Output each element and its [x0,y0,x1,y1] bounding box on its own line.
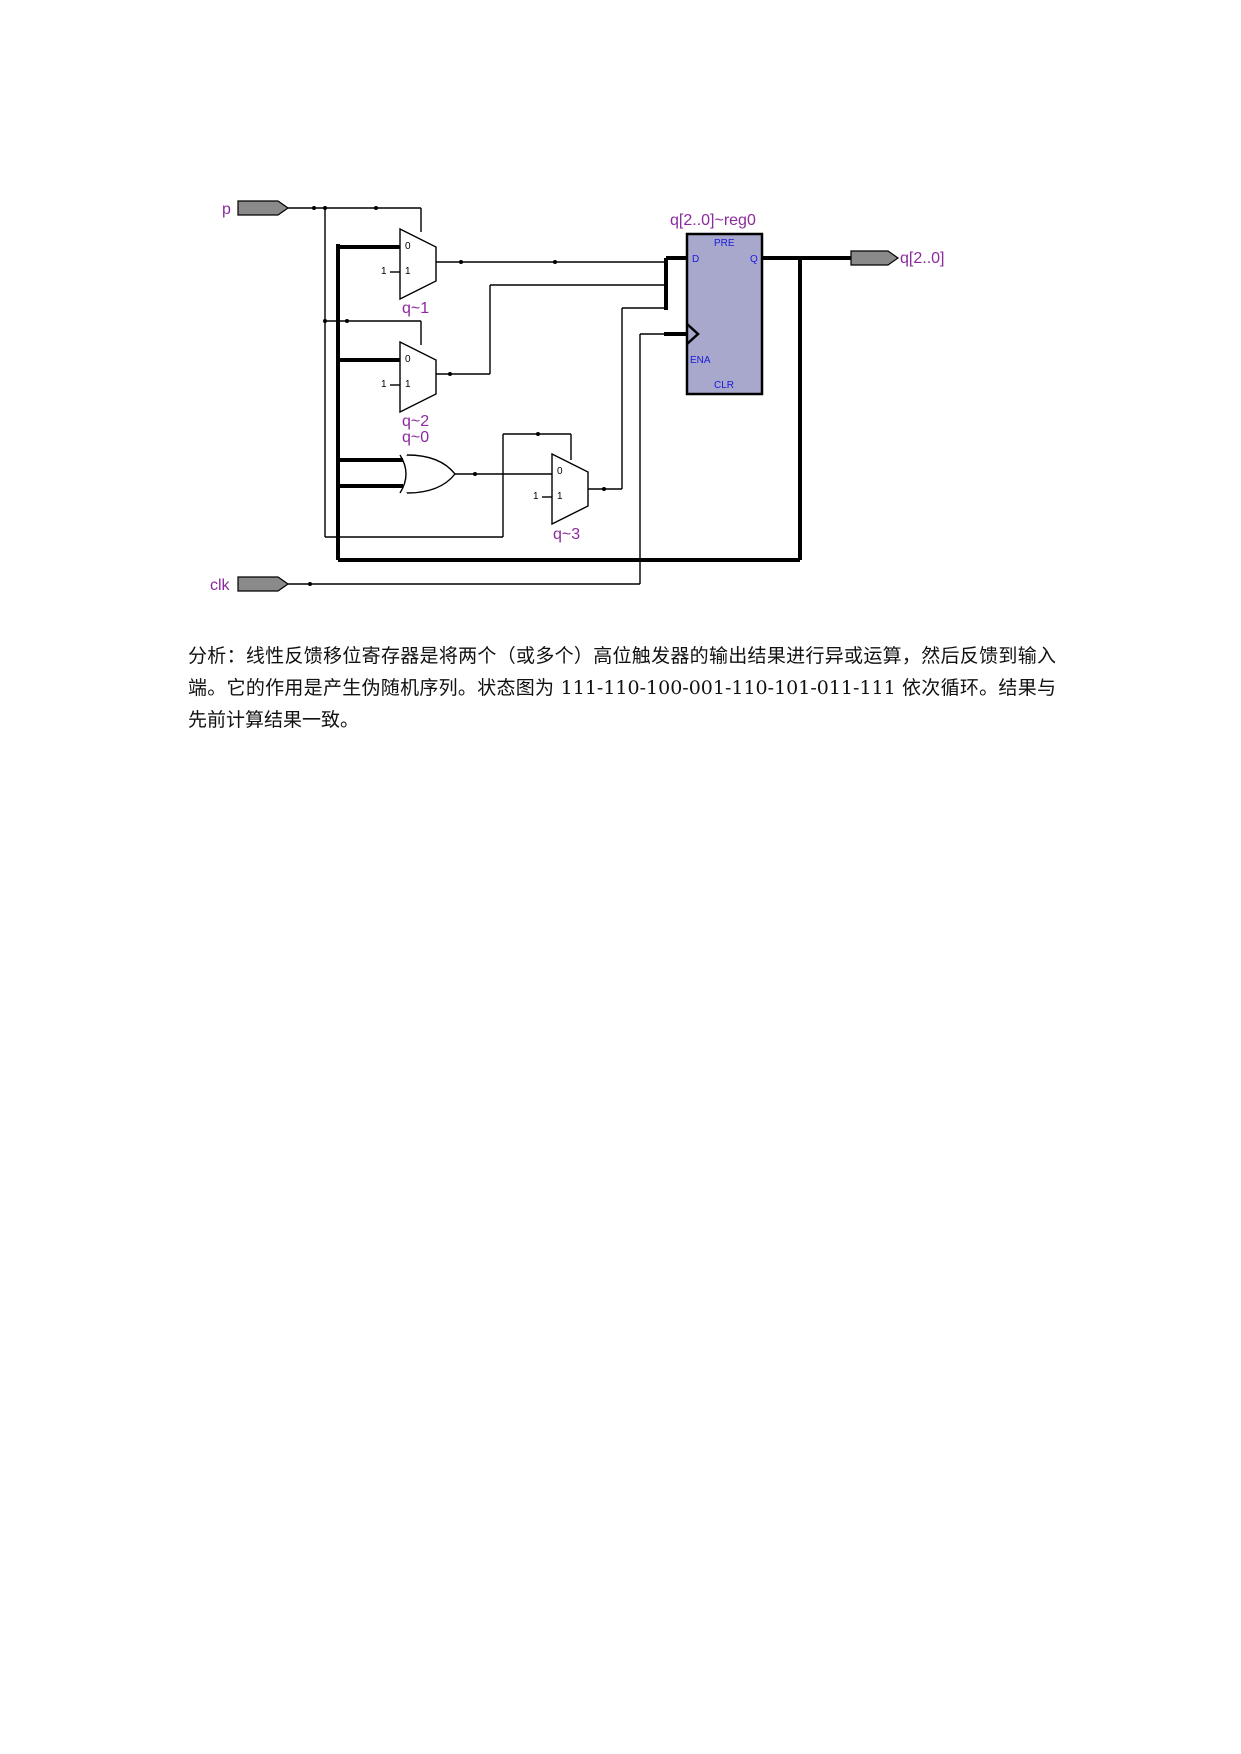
mux-q3-in1: 1 [557,491,563,502]
junction-dots [308,206,824,586]
register-pin-q: Q [750,254,758,265]
mux-q3-label: q~3 [553,526,580,543]
register-pin-d: D [692,254,699,265]
mux-q1: 0 1 1 q~1 [381,227,437,317]
mux-q3-in0: 0 [557,466,563,477]
input-port-p-label: p [222,201,231,218]
mux-q2-in0: 0 [405,354,411,365]
xor-gate-q0: q~0 [399,429,456,494]
lfsr-schematic: p clk q[2..0] q[2..0]~reg0 PRE D Q ENA C… [210,200,944,594]
mux-q2: 0 1 1 q~2 [381,340,437,430]
register-label: q[2..0]~reg0 [670,212,756,229]
mux-q2-in1: 1 [405,379,411,390]
input-port-clk-label: clk [210,577,231,594]
bus-wires [336,244,851,562]
analysis-paragraph: 分析：线性反馈移位寄存器是将两个（或多个）高位触发器的输出结果进行异或运算，然后… [188,645,1056,731]
register-q-reg0: q[2..0]~reg0 PRE D Q ENA CLR [670,212,764,396]
register-pin-clr: CLR [714,380,734,391]
xor-gate-label: q~0 [402,429,429,446]
input-port-clk: clk [210,576,290,594]
mux-q2-label: q~2 [402,413,429,430]
register-pin-pre: PRE [714,238,735,249]
mux-q2-const: 1 [381,379,387,390]
mux-q1-const: 1 [381,266,387,277]
output-port-q-label: q[2..0] [900,250,944,267]
register-pin-ena: ENA [690,355,711,366]
mux-q1-label: q~1 [402,300,429,317]
input-port-p: p [222,200,290,218]
register-clock-triangle [686,323,700,345]
mux-q3-const: 1 [533,491,539,502]
output-port-q: q[2..0] [850,250,944,267]
mux-q1-in0: 0 [405,241,411,252]
mux-q3: 0 1 1 q~3 [533,452,589,543]
mux-q1-in1: 1 [405,266,411,277]
signal-wires [288,207,668,585]
